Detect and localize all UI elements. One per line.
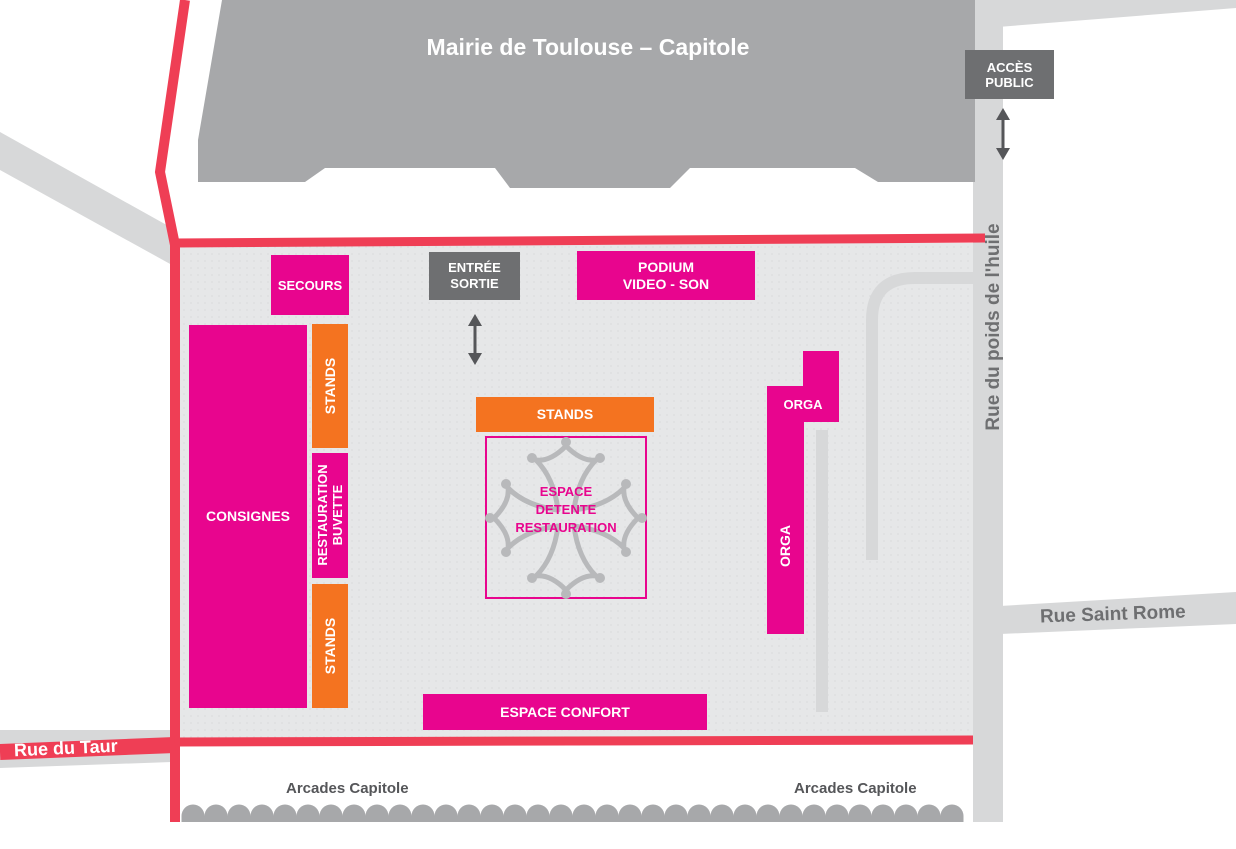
arcade-arch (848, 804, 872, 822)
arcades-label-right: Arcades Capitole (794, 780, 917, 797)
zone-orga-small-cap (803, 351, 839, 388)
arcade-arch (687, 804, 711, 822)
arcade-arch (273, 804, 297, 822)
arcade-arch (526, 804, 550, 822)
zone-secours: SECOURS (271, 255, 349, 315)
zone-label: STANDS (322, 357, 338, 415)
road-ne (985, 0, 1236, 28)
arcade-arch (871, 804, 895, 822)
arcade-arch (319, 804, 343, 822)
arcade-arch (779, 804, 803, 822)
arcade-row (181, 804, 964, 822)
zone-espace-confort: ESPACE CONFORT (423, 694, 707, 730)
road-saint-rome (1000, 592, 1236, 634)
arcade-arch (411, 804, 435, 822)
arcade-arch (917, 804, 941, 822)
street-poids-huile: Rue du poids de l'huile (983, 223, 1004, 431)
zone-label: STANDS (322, 617, 338, 675)
zone-orga-small: ORGA (767, 386, 839, 422)
arcade-arch (549, 804, 573, 822)
double-arrow-icon (996, 108, 1010, 160)
arcade-arch (802, 804, 826, 822)
arcade-arch (480, 804, 504, 822)
arcade-arch (756, 804, 780, 822)
zone-label: ORGA (777, 525, 793, 567)
inner-path (866, 272, 975, 560)
zone-border-bottom (174, 735, 974, 747)
zone-orga-tall: ORGA (767, 420, 804, 634)
arcade-arch (618, 804, 642, 822)
arcade-arch (595, 804, 619, 822)
arcade-arch (710, 804, 734, 822)
arcades-label-left: Arcades Capitole (286, 780, 409, 797)
double-arrow-icon (468, 314, 482, 365)
zone-stands-left-bottom: STANDS (312, 584, 348, 708)
arcade-arch (733, 804, 757, 822)
building-capitole (198, 0, 975, 188)
arcade-arch (572, 804, 596, 822)
arcade-arch (664, 804, 688, 822)
arcade-arch (940, 804, 964, 822)
road-poids-huile (973, 0, 1003, 822)
zone-border-top (174, 233, 986, 248)
arcade-arch (434, 804, 458, 822)
arcade-arch (457, 804, 481, 822)
arcade-arch (641, 804, 665, 822)
zone-label: RESTAURATION BUVETTE (315, 464, 345, 566)
zone-restauration-buvette: RESTAURATION BUVETTE (312, 453, 348, 578)
zone-espace-detente: ESPACE DETENTE RESTAURATION (515, 484, 617, 535)
arcade-arch (503, 804, 527, 822)
arcade-arch (342, 804, 366, 822)
zone-consignes: CONSIGNES (189, 325, 307, 708)
arcade-arch (296, 804, 320, 822)
arcade-arch (181, 804, 205, 822)
building-title: Mairie de Toulouse – Capitole (426, 34, 750, 60)
arcade-arch (825, 804, 849, 822)
zone-podium: PODIUM VIDEO - SON (577, 251, 755, 300)
road-nw (0, 132, 172, 265)
entry-exit-sign: ENTRÉE SORTIE (429, 252, 520, 300)
occitan-cross-icon (485, 437, 647, 599)
zone-stands-left-top: STANDS (312, 324, 348, 448)
inner-path-vertical (816, 430, 828, 712)
arcade-arch (894, 804, 918, 822)
arcade-arch (388, 804, 412, 822)
arcade-arch (227, 804, 251, 822)
zone-border-left (154, 0, 190, 822)
arcade-arch (365, 804, 389, 822)
public-access-sign: ACCÈS PUBLIC (965, 50, 1054, 99)
taur-line (0, 737, 176, 760)
zone-stands-center: STANDS (476, 397, 654, 432)
arcade-arch (250, 804, 274, 822)
arcade-arch (204, 804, 228, 822)
